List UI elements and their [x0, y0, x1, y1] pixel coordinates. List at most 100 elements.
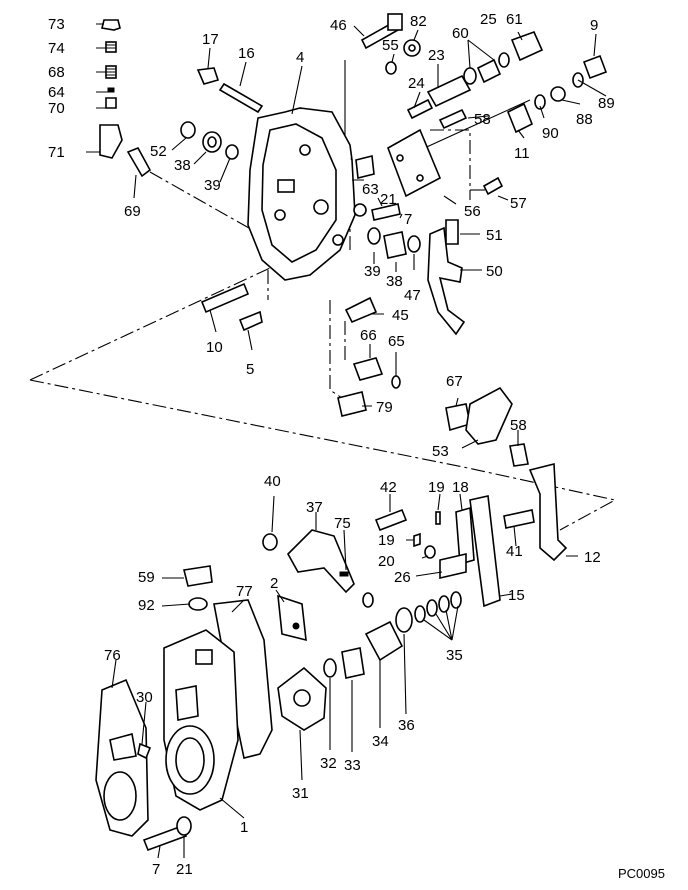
nut-88 [550, 86, 566, 102]
callout-7-upper: 7 [404, 211, 412, 228]
callout-23: 23 [428, 47, 445, 64]
callout-75: 75 [334, 515, 351, 532]
cap-52 [180, 121, 196, 139]
bushing-38-mid [383, 231, 407, 259]
clip-19-lower [413, 532, 421, 548]
plug-59 [183, 565, 213, 587]
callout-2: 2 [270, 575, 278, 592]
washer-60 [463, 67, 477, 85]
callout-7-lower: 7 [152, 861, 160, 878]
nut-25 [476, 58, 502, 84]
callout-12: 12 [584, 549, 601, 566]
washer-92 [188, 597, 208, 611]
callout-41: 41 [506, 543, 523, 560]
callout-64: 64 [48, 84, 65, 101]
callout-40: 40 [264, 473, 281, 490]
callout-71: 71 [48, 144, 65, 161]
bolt-7-upper [371, 203, 401, 221]
callout-1: 1 [240, 819, 248, 836]
callout-33: 33 [344, 757, 361, 774]
lever-50 [427, 226, 466, 336]
washer-21-upper [353, 203, 367, 217]
pin-19-upper [435, 511, 441, 525]
spring-23 [426, 74, 472, 108]
plug-66 [352, 357, 384, 381]
washer-32 [323, 658, 337, 678]
sleeve-61 [510, 30, 544, 62]
callout-5: 5 [246, 361, 254, 378]
callout-74: 74 [48, 40, 65, 57]
cover-56 [387, 128, 442, 198]
callout-34: 34 [372, 733, 389, 750]
bracket-2 [277, 594, 307, 642]
bolt-46 [360, 13, 403, 50]
callout-70: 70 [48, 100, 65, 117]
gasket-76 [95, 678, 149, 837]
callout-55: 55 [382, 37, 399, 54]
callout-53: 53 [432, 443, 449, 460]
leader-lines [86, 23, 607, 859]
callout-46: 46 [330, 17, 347, 34]
bolt-58-upper [438, 108, 468, 130]
pin-5 [238, 310, 263, 332]
bearing-36 [395, 607, 413, 633]
shaft-37 [287, 529, 355, 594]
washer-20 [424, 545, 436, 559]
callout-67: 67 [446, 373, 463, 390]
callout-82: 82 [410, 13, 427, 30]
assembly-lines [29, 60, 617, 531]
washer-90 [534, 94, 546, 110]
callout-88: 88 [576, 111, 593, 128]
clip-70 [105, 97, 117, 109]
link-26 [439, 552, 467, 580]
sleeve-34 [364, 620, 404, 662]
callout-39-mid: 39 [364, 263, 381, 280]
spring-74 [105, 41, 117, 53]
callout-30: 30 [136, 689, 153, 706]
callout-21-lower: 21 [176, 861, 193, 878]
callout-17: 17 [202, 31, 219, 48]
bolt-7-lower [142, 824, 188, 852]
bolt-79 [337, 391, 367, 417]
bolt-45 [344, 296, 378, 324]
plug-17 [196, 67, 220, 85]
callout-45: 45 [392, 307, 409, 324]
callout-66: 66 [360, 327, 377, 344]
bolt-57 [482, 176, 504, 196]
spring-42 [374, 508, 408, 532]
callout-18: 18 [452, 479, 469, 496]
callout-32: 32 [320, 755, 337, 772]
callout-39-upper: 39 [204, 177, 221, 194]
callout-19-lower: 19 [378, 532, 395, 549]
washer-21-lower [176, 816, 192, 836]
callout-36: 36 [398, 717, 415, 734]
lever-18 [455, 506, 475, 566]
bracket-53 [465, 386, 513, 445]
callout-60: 60 [452, 25, 469, 42]
callout-69: 69 [124, 203, 141, 220]
callout-37: 37 [306, 499, 323, 516]
washer-60b [498, 52, 510, 68]
spring-68 [105, 65, 117, 79]
callout-10: 10 [206, 339, 223, 356]
callout-92: 92 [138, 597, 155, 614]
bushing-38-upper [202, 131, 222, 153]
callout-15: 15 [508, 587, 525, 604]
o-ring-47 [407, 235, 421, 253]
callout-25: 25 [480, 11, 497, 28]
callout-73: 73 [48, 16, 65, 33]
callout-61: 61 [506, 11, 523, 28]
callout-26: 26 [394, 569, 411, 586]
callout-63: 63 [362, 181, 379, 198]
callout-47: 47 [404, 287, 421, 304]
callout-16: 16 [238, 45, 255, 62]
callout-21-upper: 21 [380, 191, 397, 208]
o-ring-39-upper [225, 144, 239, 160]
sleeve-33 [341, 647, 365, 679]
ring-36b [362, 592, 374, 608]
callout-68: 68 [48, 64, 65, 81]
callout-56: 56 [464, 203, 481, 220]
callout-24: 24 [408, 75, 425, 92]
callout-38-mid: 38 [386, 273, 403, 290]
